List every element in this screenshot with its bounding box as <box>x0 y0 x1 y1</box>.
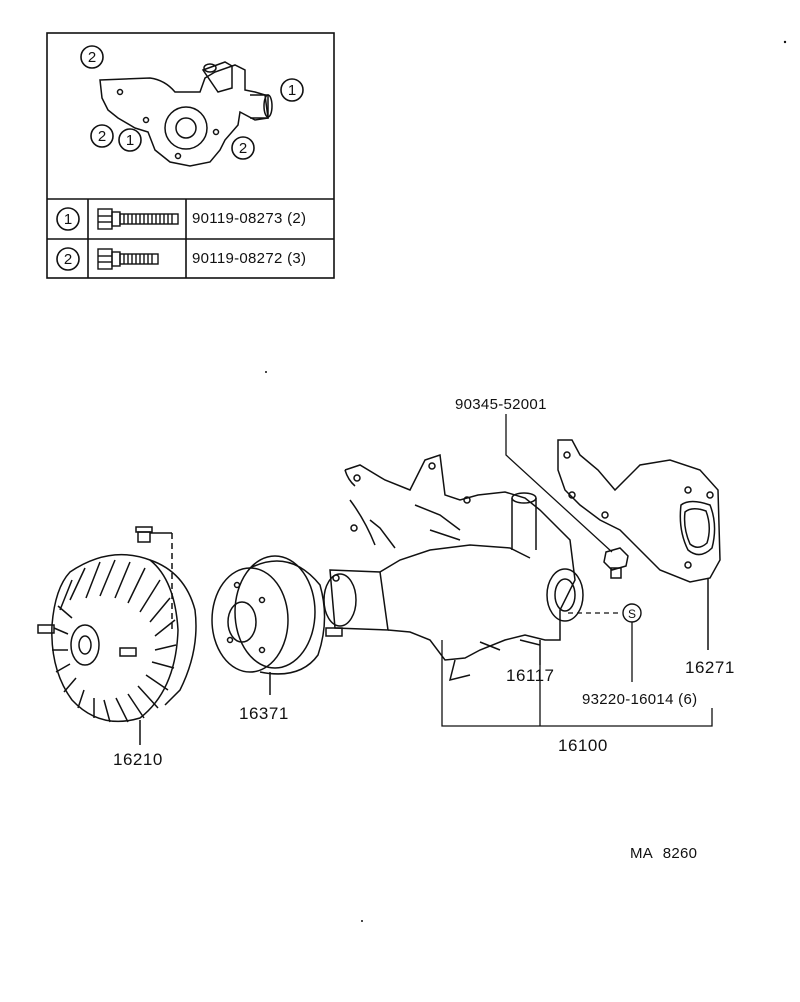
callout-2-top: 2 <box>88 49 96 66</box>
bolt-long-icon <box>97 208 179 230</box>
label-water-pump: 16117 <box>506 666 555 685</box>
gasket-plate-drawing <box>557 439 721 650</box>
legend-row-1-part: 90119-08273 (2) <box>192 210 306 227</box>
legend-row-1-qty: (2) <box>287 210 307 227</box>
scan-specks <box>265 40 787 922</box>
inset-pump-sketch <box>99 61 273 167</box>
leader-lines <box>441 414 713 727</box>
legend-row-2-part: 90119-08272 (3) <box>192 250 306 267</box>
pulley-drawing <box>211 555 326 695</box>
svg-text:S: S <box>628 607 636 621</box>
label-water-pump-assy: 16100 <box>558 736 608 755</box>
label-fan-clutch: 16210 <box>113 750 163 769</box>
fan-clutch-drawing <box>37 526 197 745</box>
label-gasket-plate: 16271 <box>685 658 735 677</box>
label-pulley: 16371 <box>239 704 289 723</box>
callout-1-right: 1 <box>288 82 296 99</box>
nut-drawing <box>603 547 629 579</box>
inset-callouts <box>80 45 304 160</box>
bolt-short-icon <box>97 248 159 270</box>
legend-row-2-qty: (3) <box>287 250 307 267</box>
callout-1-left: 1 <box>126 132 134 149</box>
inset-callout-text: 2 1 2 1 2 <box>88 49 296 157</box>
inset-frame <box>46 32 335 279</box>
legend-row-1-part-no: 90119-08273 <box>192 210 283 227</box>
water-pump-drawing <box>323 453 584 682</box>
label-nut: 90345-52001 <box>455 396 547 413</box>
callout-2-left: 2 <box>98 128 106 145</box>
legend-key-circles <box>56 207 80 271</box>
callout-2-bottom: 2 <box>239 140 247 157</box>
seal-symbol: S <box>622 603 642 623</box>
legend-key-1: 1 <box>64 211 72 228</box>
legend-key-2: 2 <box>64 251 72 268</box>
label-stud-seal: 93220-16014 (6) <box>582 691 698 708</box>
legend-row-2-part-no: 90119-08272 <box>192 250 283 267</box>
diagram-code: MA 8260 <box>630 845 698 862</box>
